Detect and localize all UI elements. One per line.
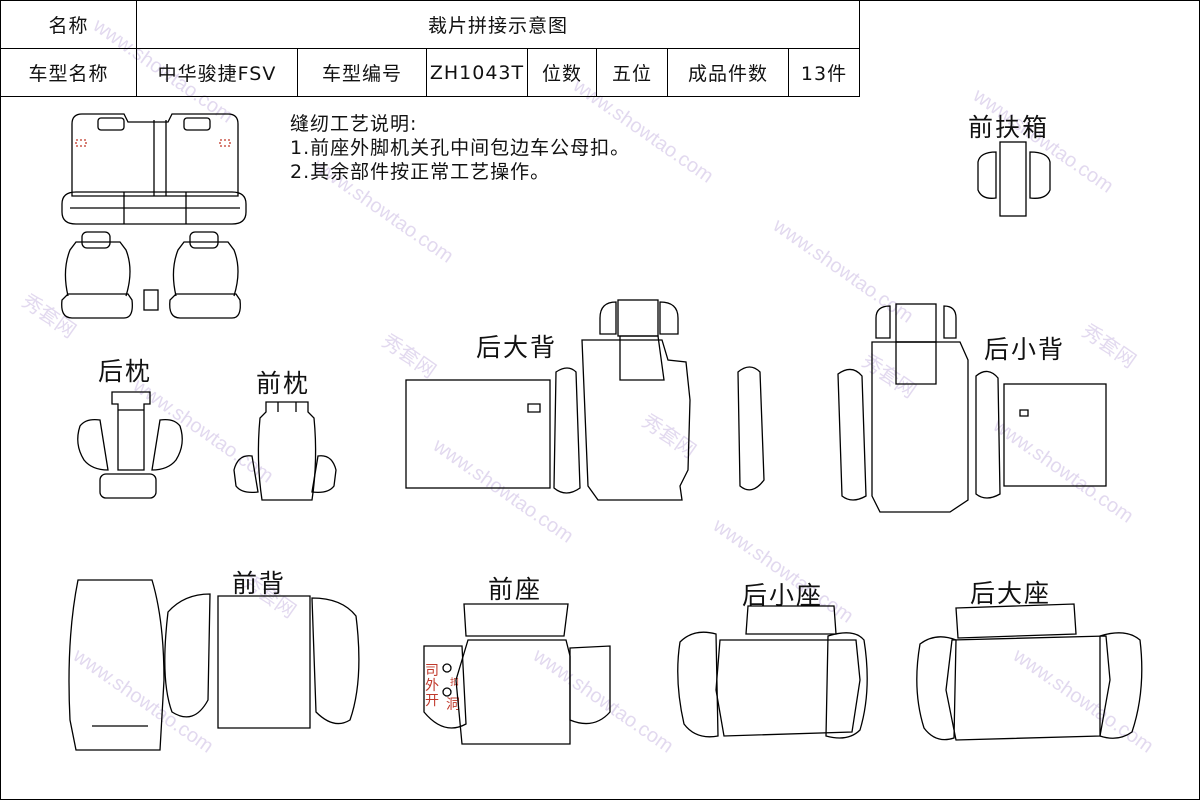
hole-note-left: 司外开 bbox=[425, 663, 439, 709]
rear-small-back-pieces bbox=[837, 303, 1107, 513]
label-front-seat: 前座 bbox=[488, 575, 543, 604]
front-back-pieces bbox=[68, 579, 360, 751]
sewing-notes: 缝纫工艺说明: 1.前座外脚机关孔中间包边车公母扣。 2.其余部件按正常工艺操作… bbox=[290, 112, 630, 184]
label-rear-big-seat: 后大座 bbox=[970, 579, 1052, 608]
hole-note-snap: 扣 bbox=[450, 678, 460, 688]
car-code-label: 车型编号 bbox=[297, 48, 427, 97]
front-armrest-pieces bbox=[977, 141, 1051, 217]
header-table: 名称 裁片拼接示意图 车型名称 中华骏捷FSV 车型编号 ZH1043T 位数 … bbox=[0, 0, 860, 97]
rear-big-seat-pieces bbox=[916, 603, 1143, 741]
seats-value: 五位 bbox=[596, 48, 668, 97]
car-code-value: ZH1043T bbox=[426, 48, 528, 97]
notes-line-1: 1.前座外脚机关孔中间包边车公母扣。 bbox=[290, 137, 631, 159]
notes-heading: 缝纫工艺说明: bbox=[290, 113, 418, 135]
front-headrest-pieces bbox=[233, 401, 337, 501]
hole-note-right: 洞 bbox=[446, 697, 460, 713]
pieces-label: 成品件数 bbox=[667, 48, 789, 97]
seat-overview-drawing bbox=[61, 113, 247, 319]
car-name-value: 中华骏捷FSV bbox=[136, 48, 298, 97]
rear-small-seat-pieces bbox=[677, 605, 868, 739]
label-rear-small-seat: 后小座 bbox=[742, 581, 824, 610]
diagram-title: 裁片拼接示意图 bbox=[136, 0, 860, 49]
label-rear-small-back: 后小背 bbox=[984, 335, 1066, 364]
label-front-headrest: 前枕 bbox=[256, 369, 311, 398]
pieces-value: 13件 bbox=[788, 48, 860, 97]
front-seat-pieces bbox=[423, 603, 611, 745]
rear-headrest-pieces bbox=[77, 391, 183, 499]
label-rear-headrest: 后枕 bbox=[98, 357, 153, 386]
label-rear-big-back: 后大背 bbox=[476, 333, 558, 362]
label-front-back: 前背 bbox=[232, 569, 287, 598]
rear-big-back-pieces bbox=[405, 299, 765, 501]
notes-line-2: 2.其余部件按正常工艺操作。 bbox=[290, 161, 551, 183]
label-front-armrest: 前扶箱 bbox=[968, 113, 1050, 142]
